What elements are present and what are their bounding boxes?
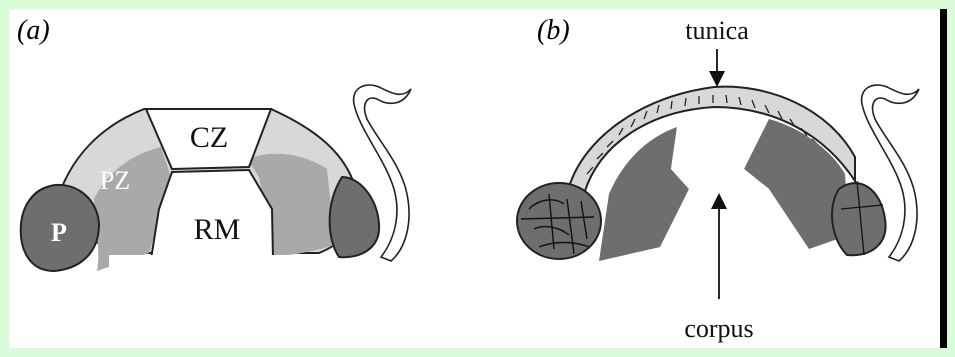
- label-p: P: [51, 218, 67, 247]
- label-corpus: corpus: [684, 314, 753, 343]
- label-cz: CZ: [190, 121, 228, 154]
- figure-frame: (a) CZ PZ RM P (b): [9, 9, 947, 348]
- panel-a-label: (a): [17, 15, 50, 46]
- label-rm: RM: [194, 213, 241, 246]
- arrow-tunica-head: [709, 71, 725, 87]
- label-pz: PZ: [100, 166, 130, 195]
- panel-b-label: (b): [537, 15, 570, 46]
- right-edge-bar: [940, 9, 947, 348]
- label-tunica: tunica: [685, 16, 749, 45]
- primordium-right: [330, 177, 380, 257]
- primordium-b-left: [517, 183, 601, 259]
- meristem-figure: (a) CZ PZ RM P (b): [9, 9, 947, 348]
- panel-a: (a) CZ PZ RM P: [17, 15, 411, 285]
- panel-b: (b): [517, 15, 919, 343]
